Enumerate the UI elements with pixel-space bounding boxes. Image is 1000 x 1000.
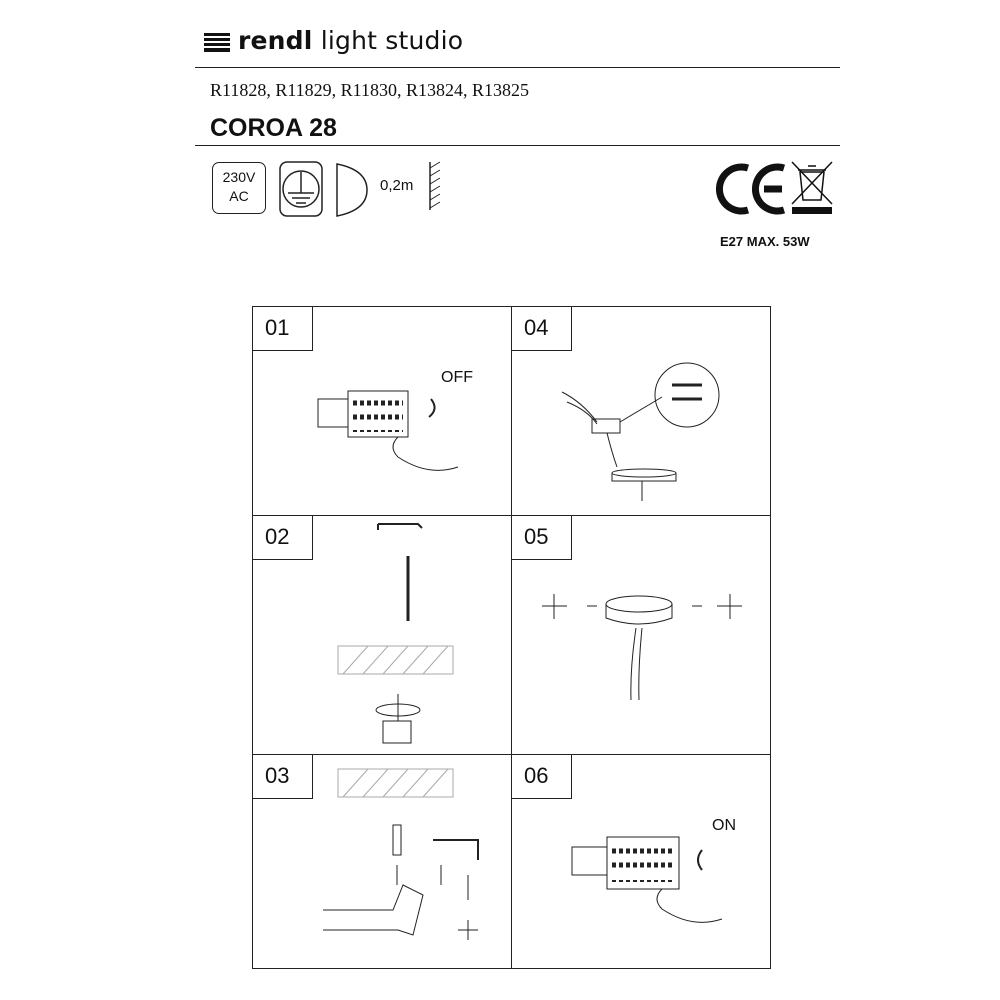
step-number: 06: [512, 755, 572, 799]
brand-logo-icon: [204, 33, 230, 52]
on-label: ON: [712, 817, 736, 834]
wiring-connection-illustration: [561, 362, 720, 501]
bulb-rating: E27 MAX. 53W: [720, 234, 810, 249]
current-type: AC: [229, 188, 249, 204]
brand-name: rendl light studio: [238, 26, 464, 55]
anchor-install-illustration: [323, 768, 479, 940]
weee-bin-icon: [791, 161, 833, 214]
step-01-panel: 01 OFF: [253, 307, 512, 516]
class-1-earth-icon: [279, 161, 368, 217]
instruction-grid: 01 OFF 04 02: [252, 306, 771, 969]
step-number: 01: [253, 307, 313, 351]
wall-hatch-icon: [429, 161, 441, 210]
breaker-off-illustration: [317, 390, 459, 471]
divider: [195, 67, 840, 68]
step-04-panel: 04: [512, 307, 770, 516]
step-06-panel: 06 ON: [512, 755, 770, 968]
step-03-panel: 03: [253, 755, 512, 968]
off-label: OFF: [441, 369, 473, 386]
step-number: 03: [253, 755, 313, 799]
canopy-mount-illustration: [542, 594, 742, 701]
step-05-panel: 05: [512, 516, 770, 755]
voltage-badge: 230V AC: [212, 162, 266, 214]
step-number: 04: [512, 307, 572, 351]
divider: [195, 145, 840, 146]
voltage-value: 230V: [222, 169, 256, 185]
min-distance-label: 0,2m: [380, 177, 414, 194]
product-title: COROA 28: [210, 114, 337, 142]
breaker-on-illustration: [571, 836, 723, 923]
product-codes: R11828, R11829, R11830, R13824, R13825: [210, 80, 530, 100]
step-number: 02: [253, 516, 313, 560]
ce-mark-icon: [715, 163, 786, 215]
drill-mark-illustration: [337, 523, 454, 744]
step-02-panel: 02: [253, 516, 512, 755]
step-number: 05: [512, 516, 572, 560]
